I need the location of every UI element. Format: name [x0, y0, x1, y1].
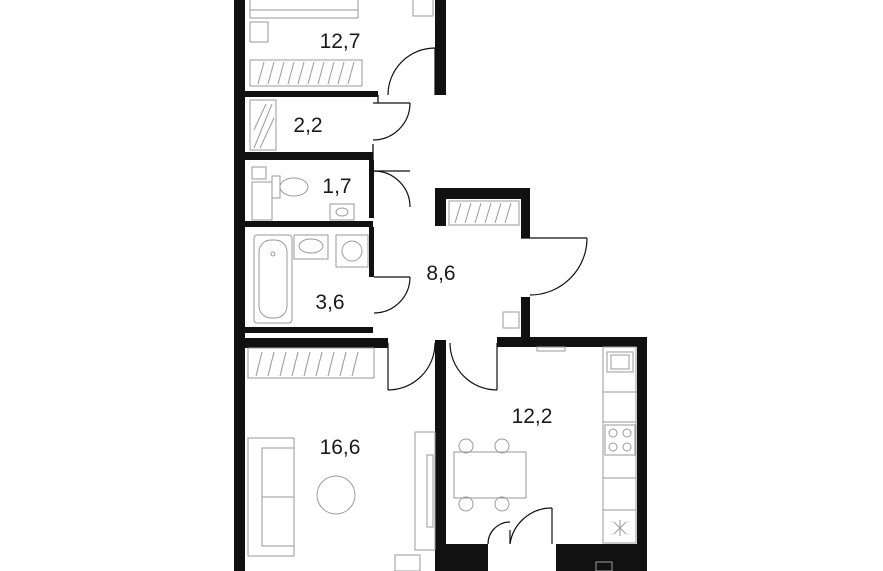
kitchen-vent — [536, 346, 566, 352]
fan-mark — [613, 520, 627, 536]
wall-wardrobe-bottom — [245, 152, 373, 160]
wall-niche-top — [446, 188, 529, 199]
wall-kitchen-right — [637, 337, 647, 571]
doors — [372, 47, 588, 545]
wall-bath-bottom — [245, 327, 373, 333]
coffee-table — [316, 475, 356, 515]
area-label-toilet: 1,7 — [322, 175, 351, 198]
partitions — [372, 95, 530, 239]
toilet-tank — [271, 175, 281, 199]
area-labels: 12,7 2,2 1,7 8,6 3,6 16,6 12,2 — [293, 30, 552, 459]
wall-wardrobe-top — [245, 91, 378, 97]
hall-panel — [502, 311, 520, 329]
toilet-sink — [329, 203, 355, 221]
bedroom-wardrobe — [249, 59, 363, 87]
wall-bath-right — [369, 227, 374, 277]
area-label-wardrobe: 2,2 — [293, 114, 322, 137]
wall-kitchen-top — [497, 337, 647, 347]
wall-bath-divider — [245, 221, 373, 227]
bathtub — [253, 234, 293, 324]
nightstand — [249, 21, 269, 43]
furniture — [247, 0, 637, 571]
kitchen-counter — [602, 346, 637, 544]
kitchen-sink — [606, 351, 634, 373]
wall-niche-right — [521, 188, 530, 238]
bedroom-shelf — [412, 0, 434, 17]
bed — [249, 0, 359, 19]
area-label-living-room: 16,6 — [320, 436, 361, 459]
area-label-bathroom: 3,6 — [315, 291, 344, 314]
wall-living-top — [245, 338, 388, 348]
dining-table — [453, 451, 527, 499]
toilet-cabinet — [251, 181, 273, 221]
wall-kitchen-bottom-left — [446, 544, 488, 571]
living-shelving — [247, 347, 375, 379]
bath-sink — [293, 234, 329, 260]
toilet-shelf — [251, 166, 267, 180]
wall-center-mid — [435, 188, 446, 226]
kitchen-stove — [604, 424, 636, 456]
wall-left-outer — [234, 0, 245, 571]
area-label-bedroom: 12,7 — [320, 30, 361, 53]
wall-kitchen-left — [435, 340, 446, 571]
washing-machine — [335, 234, 369, 268]
wall-center-upper — [435, 0, 446, 95]
living-bottom-item — [394, 554, 421, 571]
area-label-kitchen: 12,2 — [512, 405, 553, 428]
hall-closet — [448, 200, 520, 226]
wall-toilet-right — [369, 160, 374, 218]
wardrobe-shelf — [249, 99, 277, 151]
toilet-bowl — [279, 177, 309, 197]
balcony-item — [595, 561, 613, 571]
tv-stand — [414, 431, 436, 551]
area-label-hall: 8,6 — [426, 262, 455, 285]
wall-hall-right-low — [521, 297, 530, 337]
